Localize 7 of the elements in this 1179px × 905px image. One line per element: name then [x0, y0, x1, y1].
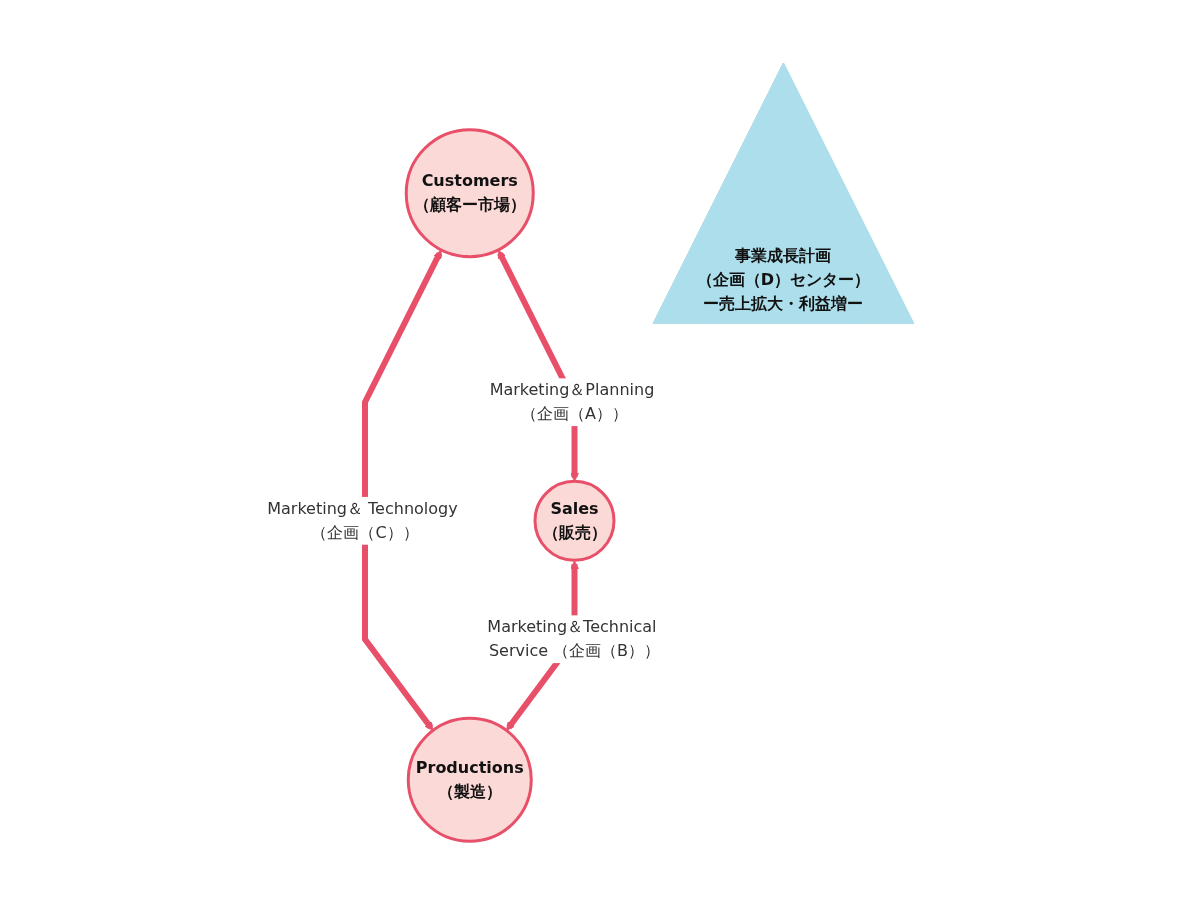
node-circle: Productions （製造） [407, 717, 533, 844]
edge-label: Marketing＆Planning （企画（A）） [489, 380, 655, 424]
arrow [362, 250, 443, 732]
edge-label: Marketing＆ Technology （企画（C）） [267, 499, 458, 543]
node-circle: Customers （顧客ー市場） [405, 128, 535, 259]
edge-label: Marketing＆Technical Service （企画（B）） [487, 617, 661, 661]
node-circle: Sales （販売） [533, 480, 616, 563]
